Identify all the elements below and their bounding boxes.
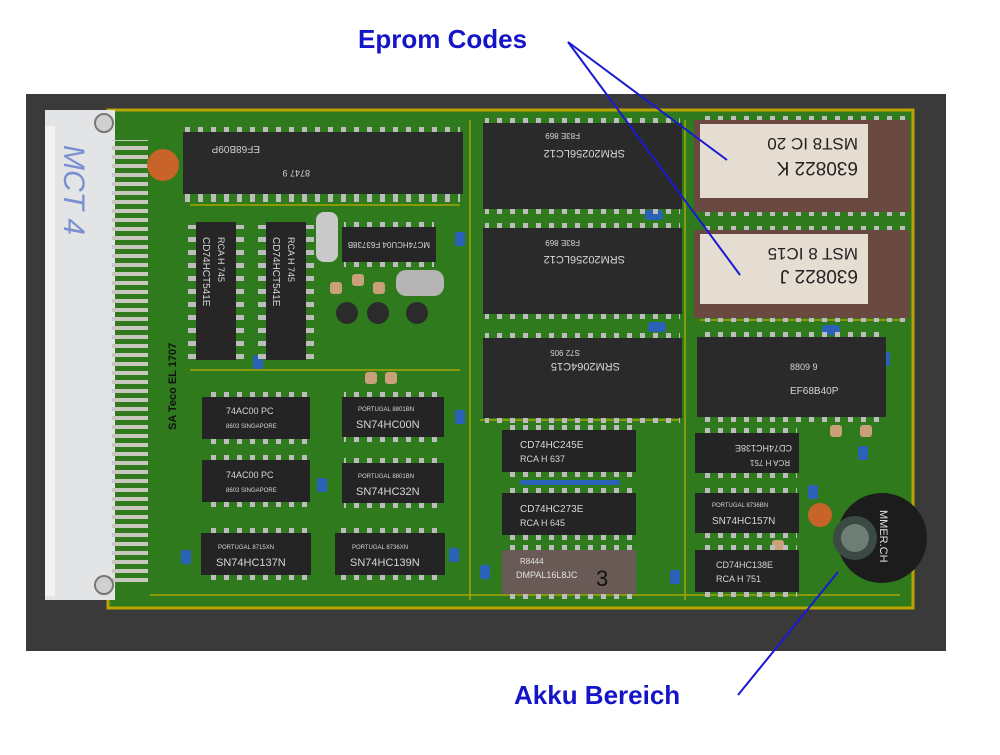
logic-chip-hc00: PORTUGAL 8801BN SN74HC00N xyxy=(342,392,444,442)
crystal-oscillator xyxy=(396,270,444,296)
ram-chip-1: SRM20256LC12 F83E 869 xyxy=(483,118,682,214)
ram-chip-1-label: SRM20256LC12 xyxy=(544,147,625,159)
ceramic-capacitor xyxy=(147,149,179,181)
eprom-codes-annotation: Eprom Codes xyxy=(358,24,528,54)
eprom-1-label-sticker xyxy=(700,124,868,198)
buffer-chip-1: CD74HCT541E RCA H 745 xyxy=(188,222,244,360)
logic-chip-74ac00-2-sub: 8603 SINGAPORE xyxy=(226,488,277,494)
eprom-arrow-2 xyxy=(567,41,741,276)
eprom-1-line2: 630822 K xyxy=(776,157,858,178)
logic-chip-hc137: PORTUGAL 8715XN SN74HC137N xyxy=(201,528,311,580)
logic-chip-hc245-sub: RCA H 637 xyxy=(520,454,565,464)
ceramic-capacitor xyxy=(808,503,832,527)
board-silkscreen: SA Teco EL 1707 xyxy=(167,343,179,430)
pal-chip: R8444 DMPAL16L8JC 3 xyxy=(502,545,636,599)
hcu04-chip: MC74HCU04 F63738B xyxy=(342,222,436,267)
ram-chip-2: SRM20256LC12 F83E 869 xyxy=(483,223,682,319)
logic-chip-74ac00-1-label: 74AC00 PC xyxy=(226,406,274,416)
logic-chip-hc138-1-label: CD74HC138E xyxy=(735,443,792,453)
akku-bereich-annotation: Akku Bereich xyxy=(514,680,681,710)
logic-chip-hc273-label: CD74HC273E xyxy=(520,504,584,515)
logic-chip-74ac00-2-label: 74AC00 PC xyxy=(226,470,274,480)
edge-connector xyxy=(45,110,115,600)
buffer-chip-1-sub: RCA H 745 xyxy=(216,237,226,282)
logic-chip-hc138-2-sub: RCA H 751 xyxy=(716,574,761,584)
jumper-wire xyxy=(520,480,620,485)
logic-chip-hc139: PORTUGAL 8736XN SN74HC139N xyxy=(335,528,445,580)
cpu-chip-date: 8747 9 xyxy=(282,168,310,178)
eprom-2-line2: 630822 J xyxy=(780,265,858,286)
ram-chip-3-label: SRM2064C15 xyxy=(551,360,620,372)
logic-chip-hc00-top: PORTUGAL 8801BN xyxy=(358,407,414,413)
logic-chip-74ac00-2: 74AC00 PC 8603 SINGAPORE xyxy=(202,455,310,507)
logic-chip-hc32-top: PORTUGAL 8801BN xyxy=(358,474,414,480)
eprom-1-line1: MST8 IC 20 xyxy=(767,134,858,153)
crystal-oscillator xyxy=(316,212,338,262)
logic-chip-74ac00-1: 74AC00 PC 8603 SINGAPORE xyxy=(202,392,310,444)
pia-chip-ef68b40p: 8809 9 EF68B40P xyxy=(697,332,886,422)
logic-chip-hc00-label: SN74HC00N xyxy=(356,419,420,431)
logic-chip-hc139-top: PORTUGAL 8736XN xyxy=(352,545,408,551)
logic-chip-hc245: CD74HC245E RCA H 637 xyxy=(502,425,636,477)
logic-chip-hc273: CD74HC273E RCA H 645 xyxy=(502,488,636,540)
pal-chip-mark: 3 xyxy=(596,566,608,591)
ram-chip-2-sub: F83E 869 xyxy=(545,238,580,247)
logic-chip-hc137-top: PORTUGAL 8715XN xyxy=(218,545,274,551)
logic-chip-hc138-1: CD74HC138E RCA H 751 xyxy=(695,428,799,478)
ram-chip-3-sub: S72 905 xyxy=(550,348,580,357)
logic-chip-74ac00-1-sub: 8603 SINGAPORE xyxy=(226,424,277,430)
ram-chip-2-label: SRM20256LC12 xyxy=(544,253,625,265)
logic-chip-hc138-1-sub: RCA H 751 xyxy=(749,458,790,467)
eprom-chip-2: MST 8 IC15 630822 J xyxy=(694,226,910,322)
eprom-chip-1: MST8 IC 20 630822 K xyxy=(694,116,910,216)
logic-chip-hc138-2-label: CD74HC138E xyxy=(716,560,773,570)
logic-chip-hc139-label: SN74HC139N xyxy=(350,557,420,569)
akku-arrow xyxy=(737,571,839,696)
buzzer-component: MMER.CH xyxy=(833,493,927,583)
logic-chip-hc32-label: SN74HC32N xyxy=(356,486,420,498)
logic-chip-hc138-2: CD74HC138E RCA H 751 xyxy=(695,545,799,597)
buffer-chip-2-label: CD74HCT541E xyxy=(270,237,281,307)
hcu04-chip-label: MC74HCU04 F63738B xyxy=(348,240,430,249)
logic-chip-hc157-label: SN74HC157N xyxy=(712,516,775,527)
logic-chip-hc157-top: PORTUGAL 8736BN xyxy=(712,503,768,509)
buffer-chip-2-sub: RCA H 745 xyxy=(286,237,296,282)
logic-chip-hc245-label: CD74HC245E xyxy=(520,440,584,451)
pal-chip-label: DMPAL16L8JC xyxy=(516,570,578,580)
eprom-arrow-1 xyxy=(567,41,728,161)
ram-chip-1-sub: F83E 869 xyxy=(545,131,580,140)
logic-chip-hc137-label: SN74HC137N xyxy=(216,557,286,569)
ram-chip-3: SRM2064C15 S72 905 xyxy=(483,333,682,423)
cpu-chip-ef68b09p: EF68B09P 8747 9 xyxy=(183,127,463,202)
logic-chip-hc157: PORTUGAL 8736BN SN74HC157N xyxy=(695,488,799,538)
pia-chip-label: EF68B40P xyxy=(790,386,839,397)
buffer-chip-1-label: CD74HCT541E xyxy=(200,237,211,307)
logic-chip-hc32: PORTUGAL 8801BN SN74HC32N xyxy=(342,458,444,508)
connector-handwriting: MCT 4 xyxy=(57,145,90,235)
eprom-2-line1: MST 8 IC15 xyxy=(768,244,858,263)
buffer-chip-2: CD74HCT541E RCA H 745 xyxy=(258,222,314,360)
logic-chip-hc273-sub: RCA H 645 xyxy=(520,518,565,528)
cpu-chip-label: EF68B09P xyxy=(211,143,260,154)
pia-chip-date: 8809 9 xyxy=(790,362,818,372)
buzzer-label: MMER.CH xyxy=(877,510,889,563)
pal-chip-top: R8444 xyxy=(520,557,544,566)
eprom-2-label-sticker xyxy=(700,234,868,304)
